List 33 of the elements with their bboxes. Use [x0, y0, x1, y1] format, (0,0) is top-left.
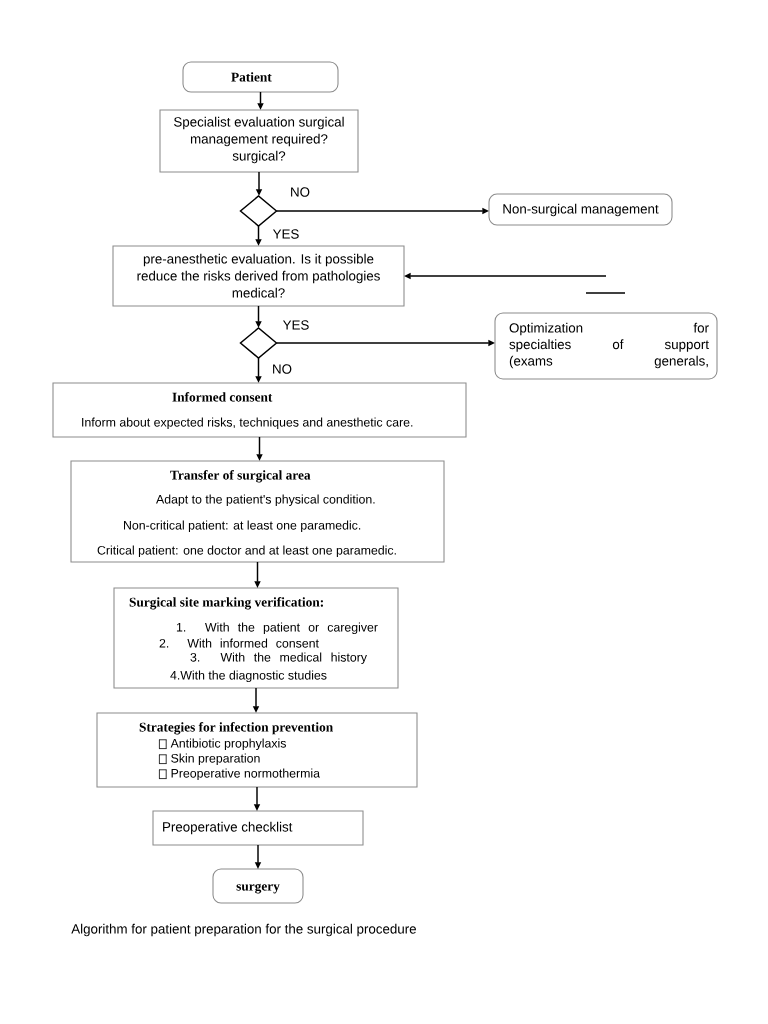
edge-label: NO — [288, 185, 312, 199]
body-text: Inform about expected risks, techniques and anesthetic care. — [82, 417, 413, 430]
caption: Algorithm for patient preparation for the surgical procedure — [71, 923, 416, 937]
box-heading: Transfer of surgical area — [170, 470, 311, 483]
process-box — [96, 712, 418, 788]
process-box — [113, 587, 399, 689]
terminal-box: Patient — [182, 61, 339, 93]
list-item: Skin preparation — [171, 753, 260, 766]
list-item: Preoperative normothermia — [171, 768, 320, 781]
body-text: Critical patient: one doctor and at least one paramedic. — [97, 545, 396, 558]
process-box: Preoperative checklist — [152, 810, 364, 846]
terminal-box: surgery — [212, 868, 304, 904]
edge-label: YES — [281, 318, 311, 332]
process-box — [52, 382, 467, 438]
list-item: Antibiotic prophylaxis — [170, 738, 286, 751]
box-heading: Surgical site marking verification: — [129, 597, 323, 610]
list-item: 1. With the patient or caregiver — [176, 622, 378, 635]
body-text: Non-critical patient: at least one paramedic. — [124, 520, 361, 533]
edge-label: YES — [271, 227, 301, 241]
process-box — [70, 460, 445, 563]
list-item: 4.With the diagnostic studies — [170, 670, 327, 683]
decision-diamond — [239, 327, 278, 359]
edge-label: NO — [270, 362, 294, 376]
list-item: 3. With the medical history — [190, 652, 367, 665]
decision-diamond — [239, 195, 278, 227]
box-heading: Informed consent — [172, 392, 273, 402]
list-item: 2. With informed consent — [159, 638, 319, 648]
rounded-box: Optimization for specialties of support (exams generals, — [494, 312, 718, 380]
box-heading: Strategies for infection prevention — [139, 722, 333, 735]
rounded-box: Non-surgical management — [488, 193, 673, 226]
process-box: Specialist evaluation surgical management required? surgical? — [159, 109, 359, 173]
body-text: Adapt to the patient's physical condition. — [156, 494, 375, 507]
process-box: pre-anesthetic evaluation. Is it possible reduce the risks derived from pathologies medical? — [112, 245, 405, 307]
